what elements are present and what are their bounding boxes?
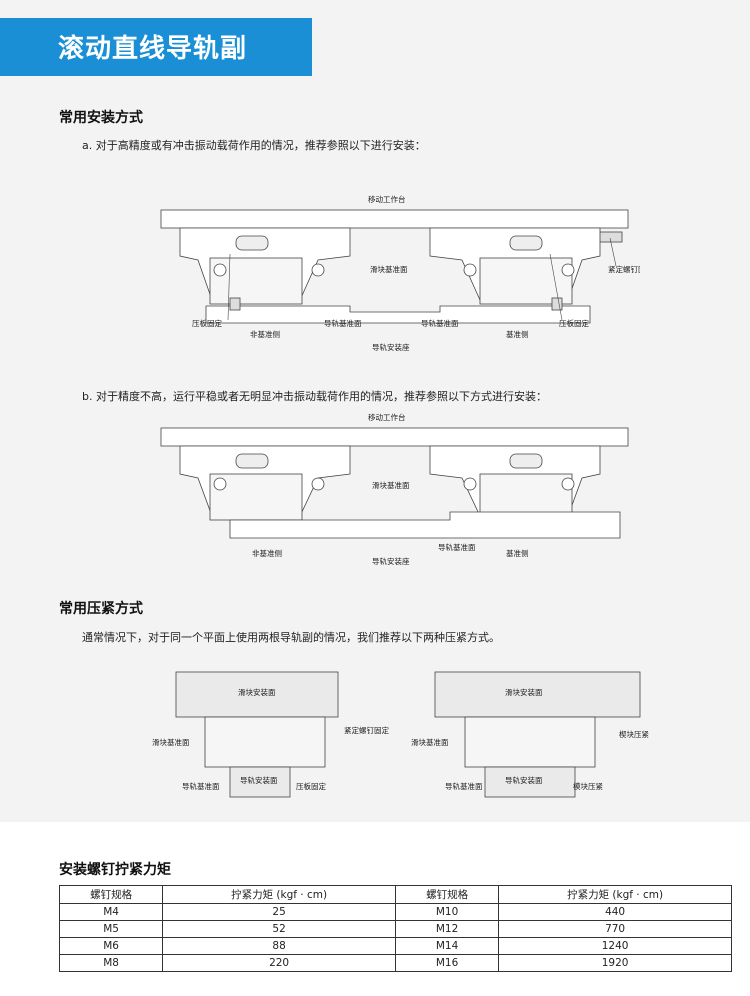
fig-b-ref-side-label: 基准侧 (506, 548, 529, 558)
page-title: 滚动直线导轨副 (58, 34, 248, 64)
fig-a-block-ref-label: 滑块基准面 (370, 264, 408, 274)
table-row: M5 52 M12 770 (58, 920, 732, 938)
fig-b-rail-ref-label: 导轨基准面 (438, 542, 476, 552)
fig-a-plate-right-label: 压板固定 (559, 318, 589, 328)
clamp-left-rail-face-label: 导轨安装面 (240, 775, 278, 785)
table-row: M8 220 M16 1920 (58, 954, 732, 972)
clamp-right-block-face-label: 滑块安装面 (505, 687, 543, 697)
cell-torque: 440 (498, 903, 732, 921)
header-screw-spec: 螺钉规格 (394, 885, 500, 904)
table-row: M6 88 M14 1240 (58, 937, 732, 955)
cell-torque: 1240 (498, 937, 732, 955)
cell-torque: 88 (162, 937, 396, 955)
clamp-left-rail-ref-label: 导轨基准面 (182, 781, 220, 791)
cell-screw-spec: M4 (58, 903, 164, 921)
clamp-desc-text: 通常情况下，对于同一个平面上使用两根导轨副的情况，我们推荐以下两种压紧方式。 (82, 631, 500, 644)
cell-screw-spec: M12 (394, 920, 500, 938)
header-torque: 拧紧力矩 (kgf · cm) (162, 885, 396, 904)
cell-torque: 25 (162, 903, 396, 921)
fig-a-ref-side-label: 基准侧 (506, 329, 529, 339)
fig-a-table-label: 移动工作台 (368, 194, 406, 204)
clamp-left-block-face-label: 滑块安装面 (238, 687, 276, 697)
clamp-left-plate-label: 压板固定 (296, 781, 326, 791)
install-diagram-b: 移动工作台 滑块基准面 导轨基准面 非基准侧 基准侧 导轨安装座 (150, 410, 640, 570)
header-screw-spec: 螺钉规格 (58, 885, 164, 904)
clamp-right-block-press-label: 模块压紧 (573, 781, 603, 791)
cell-screw-spec: M5 (58, 920, 164, 938)
cell-screw-spec: M16 (394, 954, 500, 972)
cell-screw-spec: M14 (394, 937, 500, 955)
clamp-right-wedge-block-label: 楔块压紧 (619, 729, 649, 739)
cell-screw-spec: M10 (394, 903, 500, 921)
install-case-a-text: a. 对于高精度或有冲击振动载荷作用的情况，推荐参照以下进行安装： (82, 139, 426, 152)
fig-a-plate-left-label: 压板固定 (192, 318, 222, 328)
install-heading: 常用安装方式 (59, 110, 143, 126)
clamp-left-block-ref-label: 滑块基准面 (152, 737, 190, 747)
cell-torque: 1920 (498, 954, 732, 972)
fig-b-seat-label: 导轨安装座 (372, 556, 410, 566)
torque-heading: 安装螺钉拧紧力矩 (59, 862, 171, 878)
install-diagram-a: 移动工作台 滑块基准面 紧定螺钉固定 压板固定 压板固定 导轨基准面 导轨基准面… (150, 188, 640, 358)
torque-table: 螺钉规格 拧紧力矩 (kgf · cm) 螺钉规格 拧紧力矩 (kgf · cm… (58, 885, 732, 972)
fig-a-rail-ref-left-label: 导轨基准面 (324, 318, 362, 328)
title-banner: 滚动直线导轨副 (0, 18, 312, 76)
clamp-right-rail-face-label: 导轨安装面 (505, 775, 543, 785)
fig-a-non-ref-side-label: 非基准侧 (250, 329, 280, 339)
header-torque: 拧紧力矩 (kgf · cm) (498, 885, 732, 904)
clamp-heading: 常用压紧方式 (59, 601, 143, 617)
cell-torque: 220 (162, 954, 396, 972)
clamp-diagram-left: 滑块安装面 滑块基准面 紧定螺钉固定 导轨基准面 导轨安装面 压板固定 (150, 665, 400, 800)
fig-b-non-ref-side-label: 非基准侧 (252, 548, 282, 558)
clamp-diagram-right: 滑块安装面 滑块基准面 楔块压紧 导轨基准面 导轨安装面 模块压紧 (405, 665, 665, 800)
table-row: M4 25 M10 440 (58, 903, 732, 921)
cell-torque: 770 (498, 920, 732, 938)
fig-b-block-ref-label: 滑块基准面 (372, 480, 410, 490)
fig-a-screw-fix-label: 紧定螺钉固定 (608, 264, 640, 274)
cell-torque: 52 (162, 920, 396, 938)
clamp-right-block-ref-label: 滑块基准面 (411, 737, 449, 747)
cell-screw-spec: M6 (58, 937, 164, 955)
clamp-right-rail-ref-label: 导轨基准面 (445, 781, 483, 791)
cell-screw-spec: M8 (58, 954, 164, 972)
fig-a-rail-ref-right-label: 导轨基准面 (421, 318, 459, 328)
install-case-b-text: b. 对于精度不高，运行平稳或者无明显冲击振动载荷作用的情况，推荐参照以下方式进… (82, 390, 547, 403)
fig-b-table-label: 移动工作台 (368, 412, 406, 422)
clamp-left-screw-fix-label: 紧定螺钉固定 (344, 725, 389, 735)
torque-table-header-row: 螺钉规格 拧紧力矩 (kgf · cm) 螺钉规格 拧紧力矩 (kgf · cm… (58, 885, 732, 904)
fig-a-seat-label: 导轨安装座 (372, 342, 410, 352)
